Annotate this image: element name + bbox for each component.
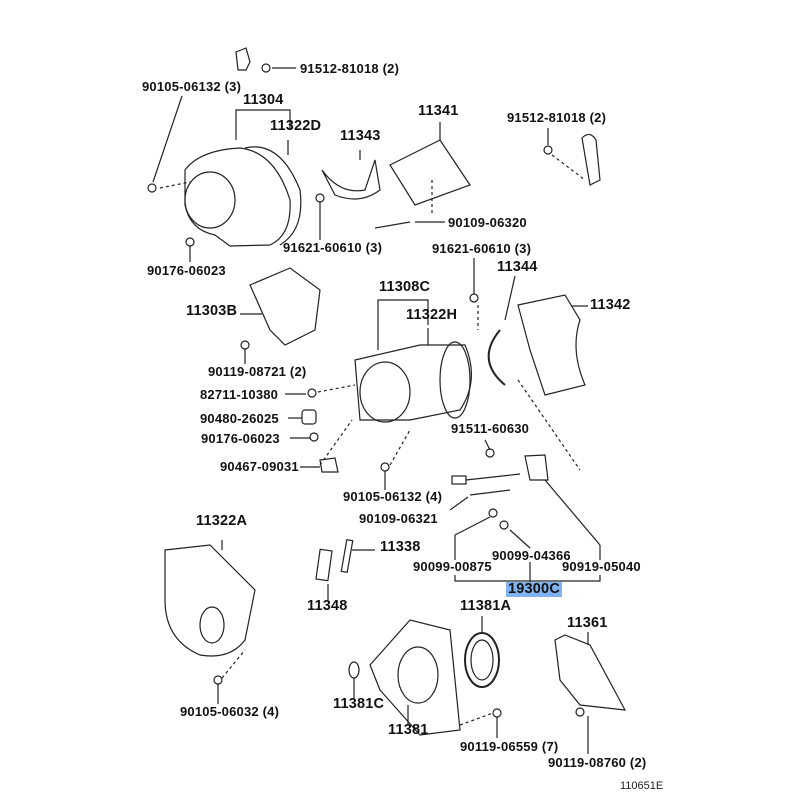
clip-82711 xyxy=(307,388,317,398)
grommet-90480 xyxy=(301,409,317,425)
part-11361 xyxy=(554,634,627,711)
callout-11304[interactable]: 11304 xyxy=(243,92,284,108)
callout-11381[interactable]: 11381 xyxy=(388,722,429,738)
part-11343 xyxy=(321,159,381,200)
callout-90467-09031[interactable]: 90467-09031 xyxy=(220,459,299,474)
part-11304-cover xyxy=(184,147,291,247)
callout-11344[interactable]: 11344 xyxy=(497,259,538,275)
part-11381C-oring xyxy=(348,661,360,679)
callout-11308C[interactable]: 11308C xyxy=(379,279,431,295)
callout-90105-06132-3[interactable]: 90105-06132 (3) xyxy=(142,79,242,94)
nut-90176 xyxy=(309,432,319,442)
part-11381A-seal xyxy=(464,632,500,688)
callout-90109-06320[interactable]: 90109-06320 xyxy=(448,215,527,230)
callout-11322A[interactable]: 11322A xyxy=(196,513,248,529)
callout-11322D[interactable]: 11322D xyxy=(270,118,322,134)
callout-11338[interactable]: 11338 xyxy=(380,539,421,555)
callout-11343[interactable]: 11343 xyxy=(340,128,381,144)
clamp-90467 xyxy=(319,457,339,473)
callout-90119-08760[interactable]: 90119-08760 (2) xyxy=(548,755,647,770)
callout-90176-06023-top[interactable]: 90176-06023 xyxy=(147,263,226,278)
callout-90176-06023-mid[interactable]: 90176-06023 xyxy=(201,431,280,446)
callout-90480-26025[interactable]: 90480-26025 xyxy=(200,411,279,426)
callout-11348[interactable]: 11348 xyxy=(307,598,348,614)
callout-11361[interactable]: 11361 xyxy=(567,615,608,631)
part-11322H-gasket xyxy=(439,341,471,419)
callout-11381A[interactable]: 11381A xyxy=(460,598,512,614)
part-11341 xyxy=(389,139,471,206)
callout-90105-06132-4[interactable]: 90105-06132 (4) xyxy=(343,489,443,504)
part-11348 xyxy=(315,548,333,582)
callout-90919-05040[interactable]: 90919-05040 xyxy=(562,559,641,574)
callout-90119-06559[interactable]: 90119-06559 (7) xyxy=(460,739,559,754)
callout-91512-81018-top[interactable]: 91512-81018 (2) xyxy=(300,61,400,76)
callout-90105-06032[interactable]: 90105-06032 (4) xyxy=(180,704,280,719)
callout-91511-60630[interactable]: 91511-60630 xyxy=(451,421,530,436)
bracket-top xyxy=(235,47,251,71)
callout-11303B[interactable]: 11303B xyxy=(186,303,238,319)
sensor-assembly xyxy=(524,454,549,481)
callout-91621-60610-right[interactable]: 91621-60610 (3) xyxy=(432,241,532,256)
part-11342 xyxy=(517,294,586,396)
callout-11341[interactable]: 11341 xyxy=(418,103,459,119)
callout-91512-81018-right[interactable]: 91512-81018 (2) xyxy=(507,110,607,125)
callout-11381C[interactable]: 11381C xyxy=(333,696,385,712)
diagram-id: 110651E xyxy=(620,780,664,792)
part-11322A xyxy=(164,544,256,657)
callout-90119-08721[interactable]: 90119-08721 (2) xyxy=(208,364,307,379)
bolt-91512-top xyxy=(261,63,271,73)
callout-11342[interactable]: 11342 xyxy=(590,297,631,313)
callout-11322H[interactable]: 11322H xyxy=(406,307,458,323)
bracket-right xyxy=(581,133,601,186)
part-11303B xyxy=(249,267,321,346)
part-11381-plate xyxy=(369,619,461,736)
callout-19300C-highlighted[interactable]: 19300C xyxy=(506,581,562,597)
part-11344 xyxy=(487,329,506,386)
callout-90099-00875[interactable]: 90099-00875 xyxy=(413,559,492,574)
part-11322D-gasket xyxy=(244,146,302,246)
part-11308C-housing xyxy=(354,344,473,421)
callout-90109-06321[interactable]: 90109-06321 xyxy=(359,511,438,526)
callout-90099-04366[interactable]: 90099-04366 xyxy=(492,548,571,563)
callout-91621-60610-left[interactable]: 91621-60610 (3) xyxy=(283,240,383,255)
part-11338 xyxy=(340,539,354,573)
callout-82711-10380[interactable]: 82711-10380 xyxy=(200,387,279,402)
